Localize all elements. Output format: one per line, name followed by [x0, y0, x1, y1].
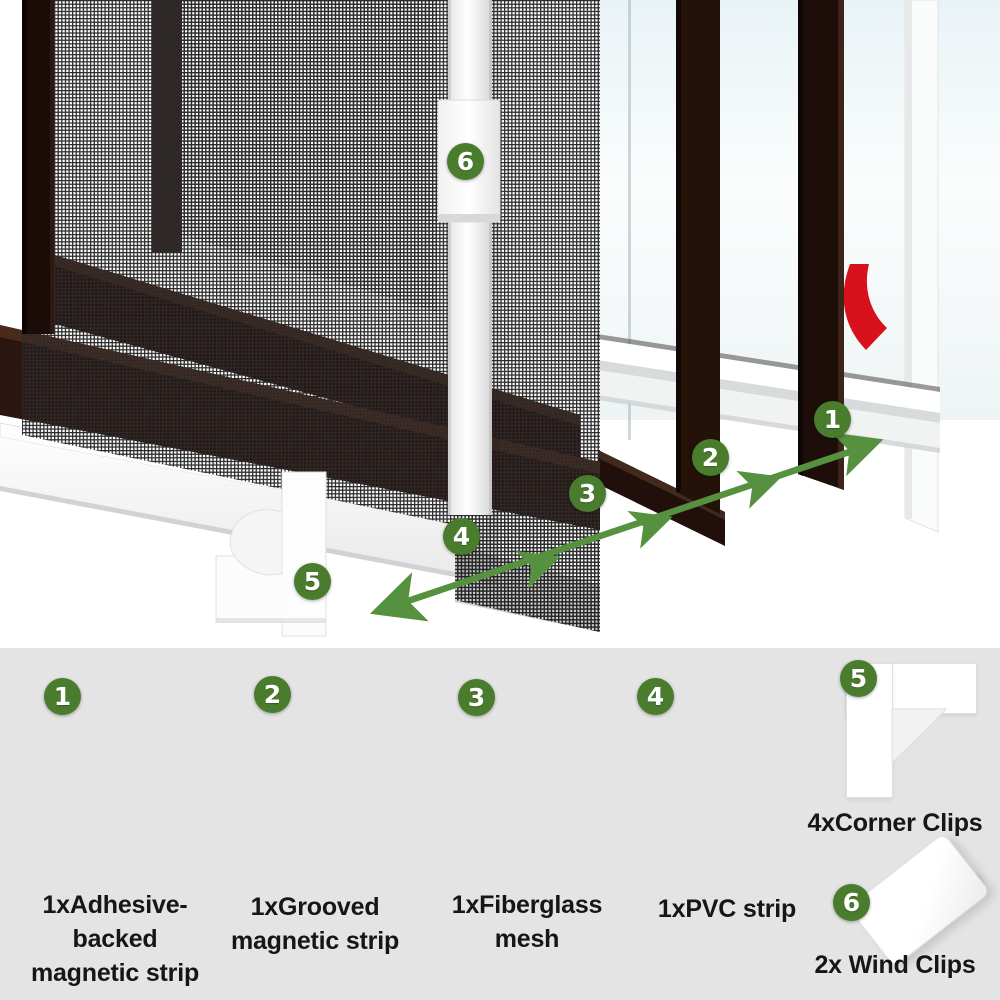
- mesh-screen-layer-behind: [152, 0, 437, 312]
- kit-item-label-5: 4xCorner Clips: [807, 809, 983, 837]
- step-badge-6: 6: [447, 143, 484, 180]
- kit-badge-4: 4: [637, 678, 674, 715]
- kit-badge-3: 3: [458, 679, 495, 716]
- arrow-head-icon: [831, 432, 884, 477]
- step-badge-3: 3: [569, 475, 606, 512]
- kit-item-label-4: 1xPVC strip: [657, 895, 797, 923]
- step-badge-1: 1: [814, 401, 851, 438]
- corner-clip-peel-icon: [891, 708, 948, 765]
- glass-edge-line: [628, 0, 631, 440]
- mesh-shade: [455, 545, 600, 632]
- kit-badge-2: 2: [254, 676, 291, 713]
- arrow-chevron-icon: [515, 550, 561, 589]
- assembly-scene: 1 2 3 4 5 6: [0, 0, 1000, 637]
- step-badge-2: 2: [692, 439, 729, 476]
- red-ribbon-icon: [843, 264, 887, 350]
- corner-clip-installed: [215, 471, 327, 637]
- white-window-frame: [904, 0, 939, 533]
- kit-badge-1: 1: [44, 678, 81, 715]
- kit-item-label-2: 1xGrooved magnetic strip: [230, 893, 400, 955]
- kit-item-label-3: 1xFiberglass mesh: [451, 891, 603, 953]
- exploded-view-arrow: [369, 432, 884, 622]
- kit-badge-5: 5: [840, 660, 877, 697]
- arrow-chevron-icon: [736, 470, 782, 509]
- step-badge-4: 4: [443, 518, 480, 555]
- arrow-tail-icon: [369, 572, 429, 622]
- frame-layer-2: [598, 0, 725, 546]
- screen-left-frame-bar: [22, 0, 54, 334]
- pvc-strip-vertical: [448, 0, 500, 515]
- kit-item-label-1: 1xAdhesive-backed magnetic strip: [30, 891, 200, 987]
- arrow-chevron-icon: [627, 510, 673, 549]
- kit-panel: 1 1xAdhesive-backed magnetic strip 2 1xG…: [0, 648, 1000, 1000]
- step-badge-5: 5: [294, 563, 331, 600]
- kit-item-label-6: 2x Wind Clips: [814, 951, 976, 979]
- assembly-illustration: [0, 0, 1000, 637]
- frame-layer-1: [798, 0, 844, 490]
- kit-badge-6: 6: [833, 884, 870, 921]
